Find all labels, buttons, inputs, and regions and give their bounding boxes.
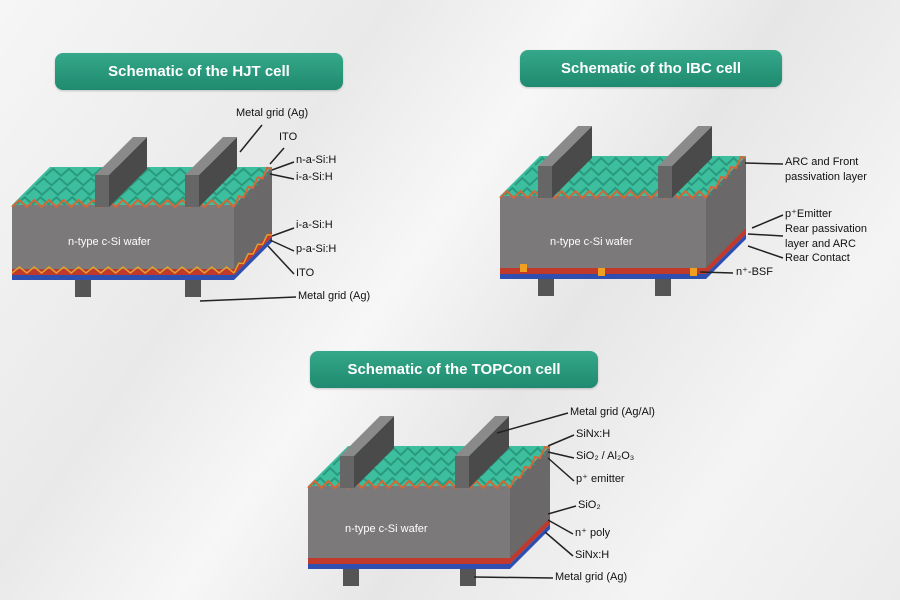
ibc-n-bsf-contact xyxy=(690,268,697,276)
ibc-wafer-side xyxy=(706,156,746,274)
hjt-leader xyxy=(271,161,295,171)
hjt-leader xyxy=(239,124,263,153)
hjt-rear-layer-zigzag-side xyxy=(233,233,273,274)
topcon-wafer-front xyxy=(308,486,510,564)
hjt-label-p-a-si: p-a-Si:H xyxy=(296,243,337,255)
ibc-label-rear-contact: Rear Contact xyxy=(785,252,850,264)
hjt-label-metal-grid-top: Metal grid (Ag) xyxy=(236,107,309,119)
topcon-rear-layer-red xyxy=(308,518,550,564)
hjt-rear-layer-blue xyxy=(12,237,272,280)
topcon-label-sinx-bottom: SiNx:H xyxy=(575,549,610,561)
hjt-leader xyxy=(269,239,295,252)
hjt-leader xyxy=(271,227,295,237)
hjt-label-metal-grid-bottom: Metal grid (Ag) xyxy=(298,290,371,302)
topcon-leader xyxy=(547,457,575,482)
ibc-label-rear-passivation-2: layer and ARC xyxy=(785,238,856,250)
ibc-label-rear-passivation-1: Rear passivation xyxy=(785,223,867,235)
ibc-rear-grid-bar xyxy=(655,274,671,296)
topcon-leader xyxy=(496,412,569,434)
topcon-wafer-label: n-type c-Si wafer xyxy=(345,523,428,535)
hjt-front-grid-bar-top xyxy=(95,137,147,175)
hjt-front-grid-bar xyxy=(95,175,109,207)
topcon-rear-grid-bar xyxy=(343,564,359,586)
ibc-title: Schematic of tho IBC cell xyxy=(520,50,782,87)
ibc-leader xyxy=(744,162,784,165)
hjt-rear-grid-bar xyxy=(75,275,91,297)
hjt-title: Schematic of the HJT cell xyxy=(55,53,343,90)
topcon-front-grid-bar-side xyxy=(354,416,394,488)
topcon-label-sio2-al2o3: SiO₂ / Al₂O₃ xyxy=(576,450,635,462)
topcon-label-p-emitter: p⁺ emitter xyxy=(576,473,625,485)
hjt-wafer-side xyxy=(234,167,272,275)
hjt-front-grid-bar-side xyxy=(109,137,147,207)
hjt-rear-layer-zigzag xyxy=(11,266,235,274)
topcon-leader xyxy=(547,451,575,459)
hjt-front-grid-bar-top xyxy=(185,137,237,175)
topcon-front-grid-bar xyxy=(455,456,469,488)
ibc-wafer-label: n-type c-Si wafer xyxy=(550,236,633,248)
topcon-front-grid-bar-side xyxy=(469,416,509,488)
topcon-label-sinx-top: SiNx:H xyxy=(576,428,611,440)
topcon-front-grid-bar xyxy=(340,456,354,488)
topcon-leader xyxy=(547,519,574,535)
hjt-rear-grid-bar xyxy=(185,275,201,297)
ibc-rear-layer-blue xyxy=(500,234,746,279)
ibc-front-grid-bar-side xyxy=(552,126,592,198)
ibc-leader xyxy=(751,214,784,229)
ibc-label-p-emitter: p⁺Emitter xyxy=(785,208,832,220)
topcon-label-metal-grid-top: Metal grid (Ag/Al) xyxy=(570,406,655,418)
topcon-rear-layer-blue xyxy=(308,524,550,569)
hjt-label-i-a-si-bottom: i-a-Si:H xyxy=(296,219,333,231)
hjt-label-ito-bottom: ITO xyxy=(296,267,315,279)
topcon-wafer-side xyxy=(510,446,550,564)
topcon-rear-grid-bar xyxy=(460,564,476,586)
ibc-front-grid-bar-top xyxy=(538,126,592,166)
hjt-label-ito-top: ITO xyxy=(279,131,298,143)
hjt-front-grid-bar xyxy=(185,175,199,207)
hjt-leader xyxy=(199,296,297,302)
hjt-leader xyxy=(267,245,295,275)
topcon-label-metal-grid-bottom: Metal grid (Ag) xyxy=(555,571,628,583)
topcon-label-sio2: SiO₂ xyxy=(578,499,601,511)
ibc-label-arc-1: ARC and Front xyxy=(785,156,859,168)
topcon-title: Schematic of the TOPCon cell xyxy=(310,351,598,388)
ibc-leader xyxy=(747,245,784,259)
hjt-wafer-front xyxy=(12,205,234,275)
ibc-wafer-front xyxy=(500,196,706,274)
ibc-front-grid-bar-side xyxy=(672,126,712,198)
hjt-leader xyxy=(269,173,295,180)
ibc-leader xyxy=(699,271,734,274)
ibc-front-grid-bar xyxy=(538,166,552,198)
topcon-leader xyxy=(473,576,554,579)
hjt-leader xyxy=(269,147,285,165)
hjt-front-layer-zigzag-side xyxy=(233,166,273,208)
ibc-label-n-bsf: n⁺-BSF xyxy=(736,266,773,278)
ibc-front-layer-zigzag-side xyxy=(705,155,747,199)
hjt-label-n-a-si: n-a-Si:H xyxy=(296,154,337,166)
topcon-front-grid-bar-top xyxy=(455,416,509,456)
ibc-n-bsf-contact xyxy=(520,264,527,272)
topcon-front-layer-zigzag-side xyxy=(509,445,551,489)
ibc-front-grid-bar-top xyxy=(658,126,712,166)
topcon-front-grid-bar-top xyxy=(340,416,394,456)
ibc-n-bsf-contact xyxy=(598,268,605,276)
hjt-label-i-a-si-top: i-a-Si:H xyxy=(296,171,333,183)
topcon-label-n-poly: n⁺ poly xyxy=(575,527,611,539)
ibc-front-grid-bar xyxy=(658,166,672,198)
topcon-leader xyxy=(547,505,577,515)
topcon-leader xyxy=(544,531,574,557)
ibc-rear-grid-bar xyxy=(538,274,554,296)
hjt-wafer-label: n-type c-Si wafer xyxy=(68,236,151,248)
hjt-front-grid-bar-side xyxy=(199,137,237,207)
topcon-leader xyxy=(547,434,575,447)
ibc-leader xyxy=(747,233,784,237)
ibc-label-arc-2: passivation layer xyxy=(785,171,867,183)
